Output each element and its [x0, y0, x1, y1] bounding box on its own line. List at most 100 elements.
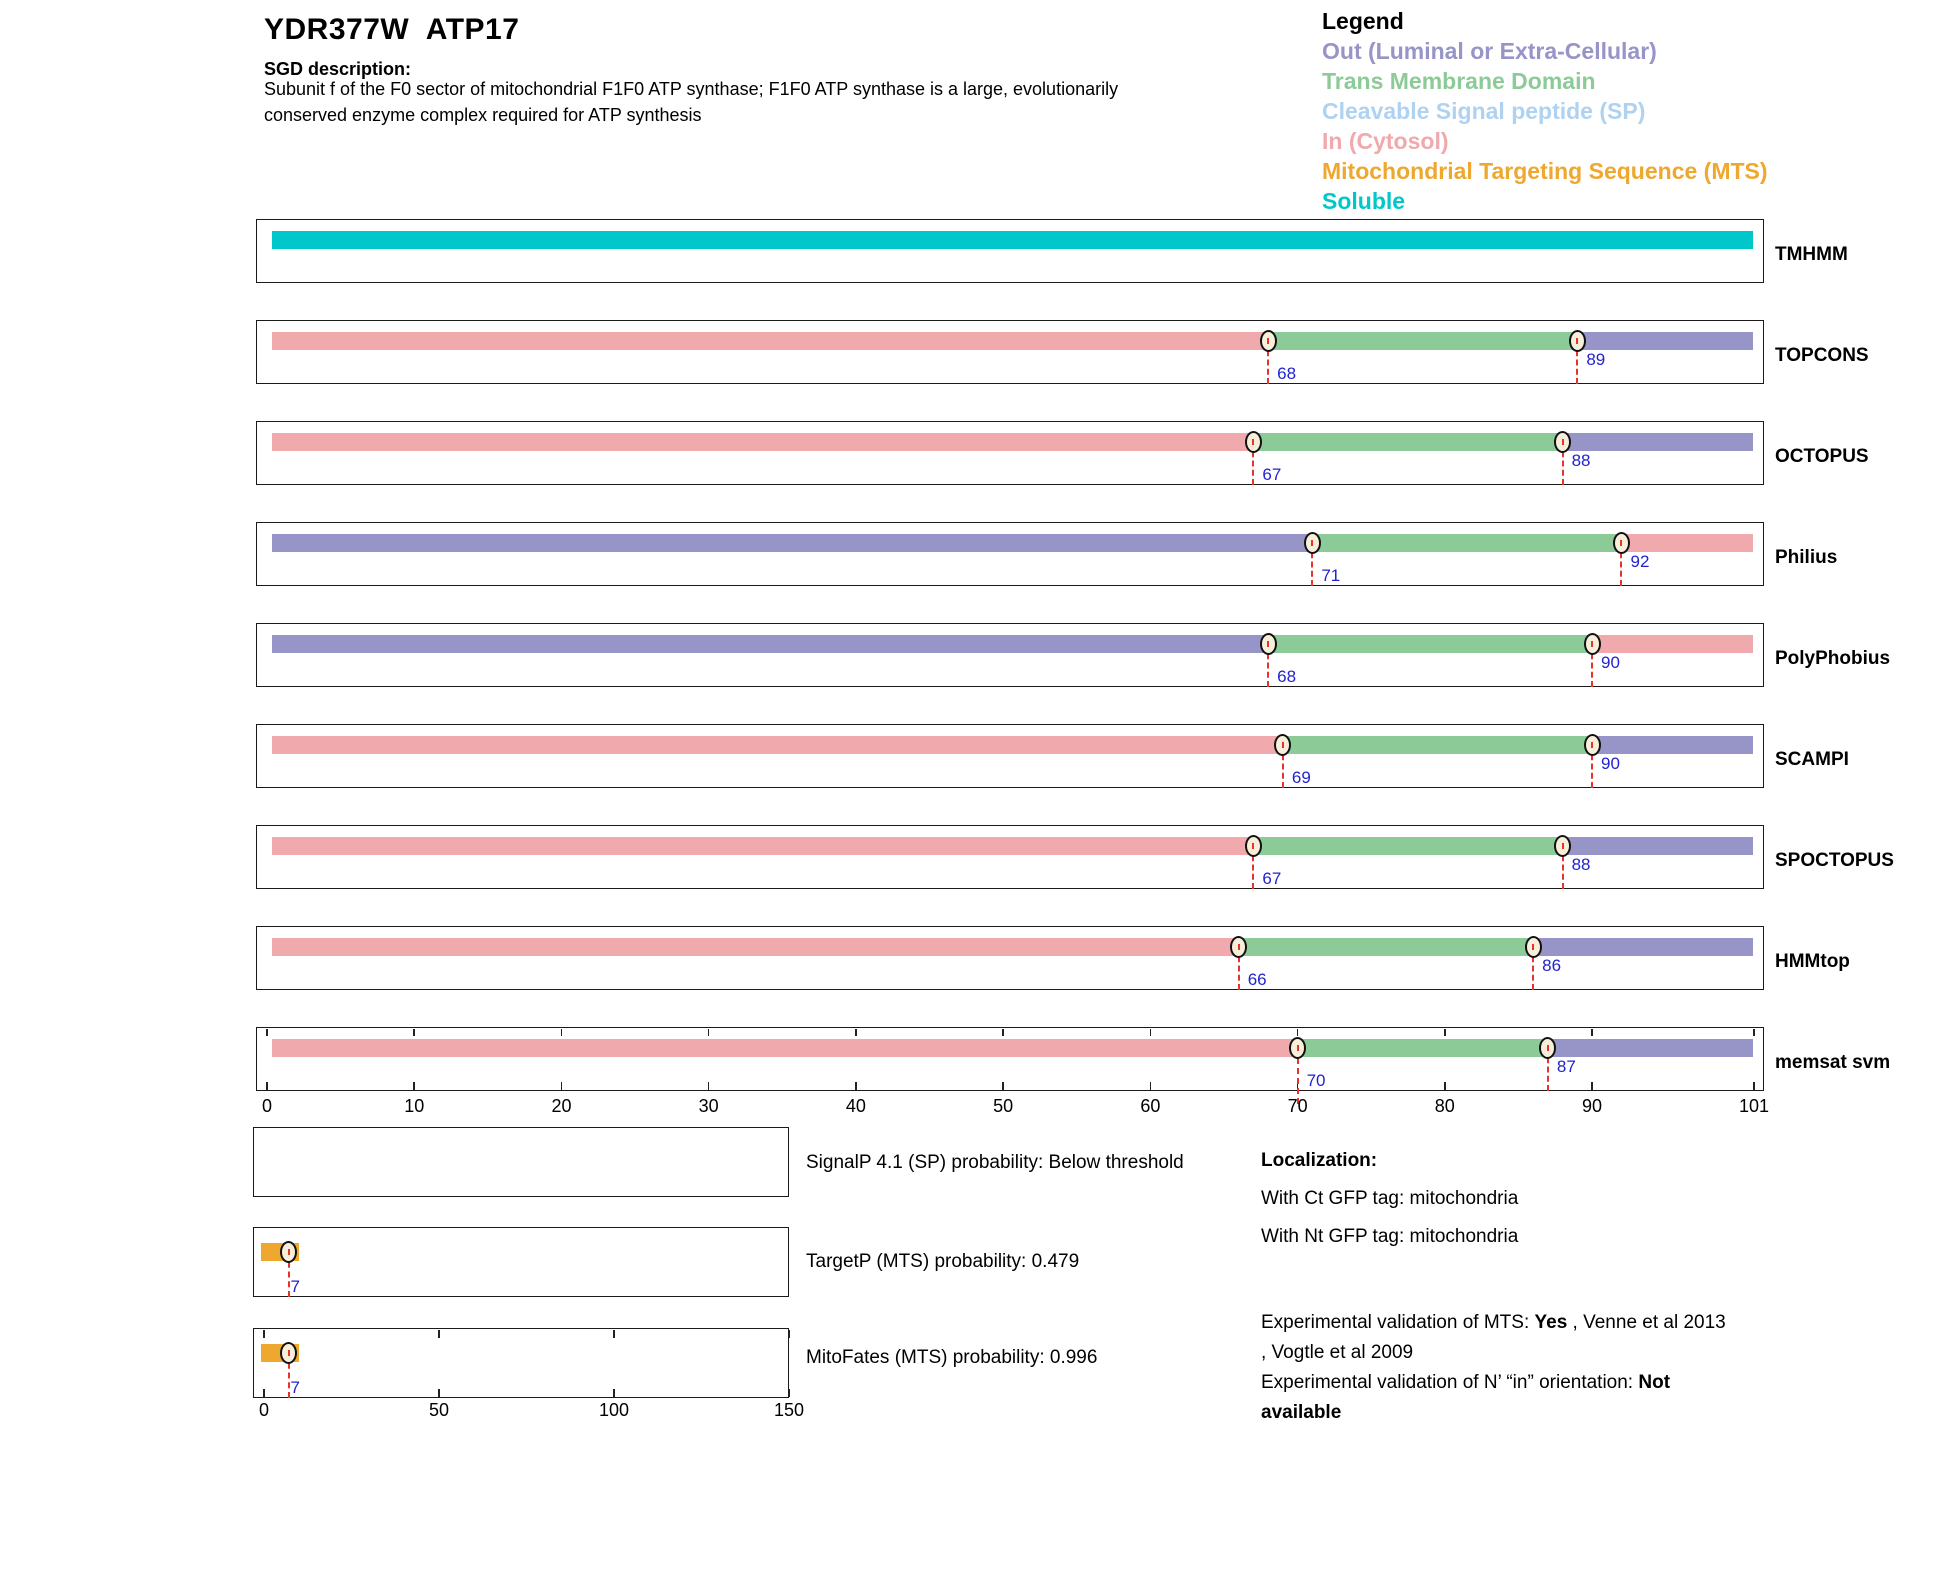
tm-boundary-number-68: 68	[1277, 667, 1297, 686]
marker-center-dot	[1576, 338, 1579, 344]
tm-boundary-number-67: 67	[1262, 869, 1282, 888]
localization-ct-gfp: With Ct GFP tag: mitochondria	[1261, 1188, 1519, 1209]
marker-center-dot	[1281, 742, 1284, 748]
mitofates-tick-top-100	[613, 1329, 615, 1338]
residue-axis-label-0: 0	[261, 1096, 272, 1116]
topology-bar-octopus	[272, 433, 1753, 451]
tm-boundary-number-67: 67	[1262, 465, 1282, 484]
tm-boundary-marker-68	[1259, 633, 1277, 655]
axis-tick-top-60	[1149, 1028, 1152, 1036]
axis-tick-bottom-60	[1149, 1082, 1152, 1090]
mitofates-tick-bottom-150	[788, 1388, 790, 1397]
axis-tick-top-101	[1753, 1028, 1755, 1036]
localization-heading: Localization:	[1261, 1150, 1378, 1171]
residue-axis-label-70: 70	[1287, 1096, 1308, 1116]
segment-out	[1577, 332, 1753, 350]
tm-boundary-line-69	[1281, 745, 1284, 788]
marker-center-dot	[1561, 843, 1564, 849]
axis-tick-bottom-10	[413, 1082, 415, 1090]
marker-center-dot	[287, 1350, 290, 1356]
sgd-description-line-2: conserved enzyme complex required for AT…	[264, 105, 702, 125]
tm-boundary-marker-90	[1583, 734, 1601, 756]
axis-tick-bottom-101	[1753, 1082, 1755, 1090]
probability-axis-label-50: 50	[428, 1400, 450, 1420]
marker-center-dot	[1591, 742, 1594, 748]
segment-in	[272, 433, 1254, 451]
mitofates-tick-top-150	[788, 1329, 790, 1338]
experimental-text: , Venne et al 2013	[1567, 1312, 1726, 1333]
tm-boundary-line-90	[1591, 745, 1594, 788]
mitofates-cleavage-line	[287, 1353, 290, 1398]
segment-tm	[1253, 433, 1563, 451]
targetp-label: TargetP (MTS) probability: 0.479	[806, 1251, 1080, 1272]
axis-tick-bottom-50	[1002, 1082, 1004, 1090]
predictor-label-philius: Philius	[1775, 547, 1838, 568]
tm-boundary-line-86	[1532, 947, 1535, 990]
experimental-text: Experimental validation of N’ “in” orien…	[1261, 1372, 1639, 1393]
segment-tm	[1268, 635, 1593, 653]
topology-bar-scampi	[272, 736, 1753, 754]
segment-in	[1592, 635, 1753, 653]
segment-in	[272, 332, 1269, 350]
tm-boundary-line-90	[1591, 644, 1594, 687]
experimental-bold-value: available	[1261, 1402, 1342, 1423]
segment-tm	[1253, 837, 1563, 855]
marker-center-dot	[1252, 439, 1255, 445]
sgd-description-label: SGD description:	[264, 59, 412, 79]
legend-item-tm: Trans Membrane Domain	[1322, 68, 1596, 94]
legend-item-sp: Cleavable Signal peptide (SP)	[1322, 98, 1646, 124]
axis-tick-top-0	[266, 1028, 268, 1036]
mitofates-label: MitoFates (MTS) probability: 0.996	[806, 1347, 1098, 1368]
tm-boundary-marker-87	[1539, 1037, 1557, 1059]
predictor-label-tmhmm: TMHMM	[1775, 244, 1848, 265]
marker-center-dot	[287, 1249, 290, 1255]
legend-item-in: In (Cytosol)	[1322, 128, 1449, 154]
segment-out	[272, 534, 1313, 552]
marker-center-dot	[1620, 540, 1623, 546]
marker-center-dot	[1296, 1045, 1299, 1051]
residue-axis-label-80: 80	[1434, 1096, 1455, 1116]
predictor-label-hmmtop: HMMtop	[1775, 951, 1850, 972]
probability-box-signalp	[253, 1127, 789, 1197]
residue-axis-label-90: 90	[1582, 1096, 1603, 1116]
probability-axis-label-0: 0	[258, 1400, 269, 1420]
tm-boundary-marker-86	[1524, 936, 1542, 958]
tm-boundary-marker-69	[1274, 734, 1292, 756]
prediction-box-polyphobius	[256, 623, 1764, 687]
prediction-box-topcons	[256, 320, 1764, 384]
signalp-label: SignalP 4.1 (SP) probability: Below thre…	[806, 1152, 1184, 1173]
axis-tick-bottom-20	[560, 1082, 563, 1090]
segment-in	[272, 736, 1283, 754]
mitofates-cleavage-marker	[280, 1342, 297, 1364]
prediction-box-philius	[256, 522, 1764, 586]
localization-nt-gfp: With Nt GFP tag: mitochondria	[1261, 1226, 1519, 1247]
marker-center-dot	[1591, 641, 1594, 647]
topology-bar-tmhmm	[272, 231, 1753, 249]
experimental-bold-value: Not	[1638, 1372, 1671, 1393]
tm-boundary-line-71	[1311, 543, 1314, 586]
segment-in	[272, 837, 1254, 855]
axis-tick-bottom-90	[1591, 1082, 1593, 1090]
marker-center-dot	[1252, 843, 1255, 849]
residue-axis-label-30: 30	[698, 1096, 719, 1116]
tm-boundary-number-88: 88	[1571, 451, 1591, 470]
tm-boundary-marker-88	[1554, 431, 1572, 453]
tm-boundary-marker-90	[1583, 633, 1601, 655]
predictor-label-topcons: TOPCONS	[1775, 345, 1869, 366]
tm-boundary-number-68: 68	[1277, 364, 1297, 383]
axis-tick-bottom-40	[855, 1082, 857, 1090]
tm-boundary-marker-68	[1259, 330, 1277, 352]
marker-center-dot	[1267, 641, 1270, 647]
tm-boundary-number-90: 90	[1601, 754, 1620, 773]
tm-boundary-number-66: 66	[1247, 970, 1267, 989]
page-title: YDR377W ATP17	[264, 13, 520, 46]
tm-boundary-line-68	[1267, 644, 1270, 687]
axis-tick-top-30	[707, 1028, 710, 1036]
tm-boundary-number-69: 69	[1291, 768, 1311, 787]
segment-out	[1562, 433, 1753, 451]
tm-boundary-line-67	[1252, 846, 1255, 889]
tm-boundary-number-90: 90	[1601, 653, 1620, 672]
axis-tick-top-40	[855, 1028, 857, 1036]
segment-in	[1621, 534, 1753, 552]
axis-tick-top-10	[413, 1028, 415, 1036]
